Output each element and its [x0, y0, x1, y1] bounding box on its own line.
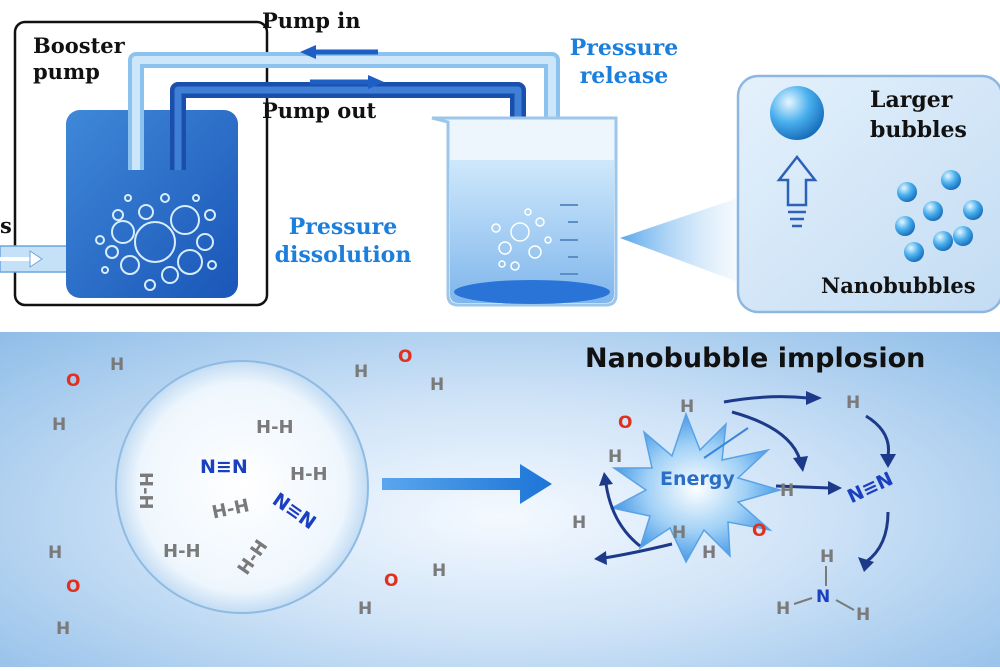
svg-text:H: H	[776, 599, 790, 619]
svg-text:H: H	[856, 605, 870, 625]
pressure-release-label: Pressure release	[569, 35, 679, 89]
nanobubbles-label: Nanobubbles	[821, 273, 976, 298]
hydrogen-atom: H	[572, 513, 586, 533]
up-arrow-icon	[776, 154, 818, 228]
process-arrow	[382, 464, 552, 504]
energy-label: Energy	[660, 468, 735, 490]
ammonia-molecule: H H N H	[776, 547, 870, 625]
nanobubble-cluster	[895, 170, 983, 262]
edge-label-fragment: s	[0, 213, 12, 238]
svg-text:H: H	[354, 362, 368, 382]
water-fragment: O H	[752, 481, 794, 541]
apparatus-diagram	[0, 20, 1000, 314]
tank-bubbles	[95, 193, 217, 291]
hydrogen-atom: H	[672, 523, 686, 543]
hydrogen-atom: H	[846, 393, 860, 413]
inset-cone	[620, 198, 738, 282]
h2-molecule: H-H	[163, 541, 201, 562]
beaker-bubbles	[491, 208, 552, 271]
svg-text:O: O	[752, 521, 766, 541]
svg-text:H: H	[52, 415, 66, 435]
energy-burst	[609, 411, 783, 564]
booster-pump-label: Booster pump	[33, 33, 125, 84]
beaker-water	[450, 160, 614, 303]
bottom-panel: H-H H-H H-H H-H H-H H-H N≡N N≡N N≡N O H …	[0, 332, 1000, 667]
large-bubble	[770, 86, 824, 140]
svg-text:O: O	[398, 347, 412, 367]
reaction-arrows	[603, 395, 891, 564]
water-fragment: O H	[608, 413, 632, 467]
beaker-scale	[560, 204, 578, 275]
implosion-diagram: H-H H-H H-H H-H H-H H-H N≡N N≡N N≡N O H …	[48, 347, 897, 639]
svg-text:O: O	[66, 577, 80, 597]
svg-text:O: O	[384, 571, 398, 591]
svg-text:H: H	[608, 447, 622, 467]
svg-text:H: H	[358, 599, 372, 619]
svg-text:H: H	[780, 481, 794, 501]
water-molecule: O H H	[354, 347, 444, 395]
h2-molecule: H-H	[256, 417, 294, 438]
implosion-title: Nanobubble implosion	[585, 343, 926, 374]
svg-text:H: H	[110, 355, 124, 375]
svg-text:O: O	[618, 413, 632, 433]
hydrogen-atom: H	[680, 397, 694, 417]
n2-molecule-product: N≡N	[844, 468, 897, 508]
water-molecule: O H H	[358, 561, 446, 619]
svg-text:H: H	[432, 561, 446, 581]
h2-molecule: H-H	[135, 472, 156, 510]
svg-text:H: H	[430, 375, 444, 395]
svg-text:O: O	[66, 371, 80, 391]
svg-text:H: H	[56, 619, 70, 639]
top-panel: Booster pump s Pump in Pump out Pressure…	[0, 0, 1000, 328]
svg-text:H: H	[820, 547, 834, 567]
svg-text:N: N	[816, 587, 830, 607]
svg-text:H: H	[48, 543, 62, 563]
water-molecule: O H H	[48, 543, 80, 639]
water-molecule: O H H	[52, 355, 124, 435]
nanobubble-sphere	[115, 360, 369, 614]
pressure-dissolution-label: Pressure dissolution	[274, 214, 412, 268]
pump-out-label: Pump out	[262, 98, 377, 123]
hydrogen-atom: H	[702, 543, 716, 563]
booster-pump-frame	[13, 20, 269, 307]
n2-molecule: N≡N	[200, 456, 248, 478]
arrow-heads	[594, 391, 896, 572]
larger-bubbles-label: Larger bubbles	[870, 87, 967, 143]
pump-in-label: Pump in	[262, 8, 361, 33]
h2-molecule: H-H	[290, 464, 328, 485]
